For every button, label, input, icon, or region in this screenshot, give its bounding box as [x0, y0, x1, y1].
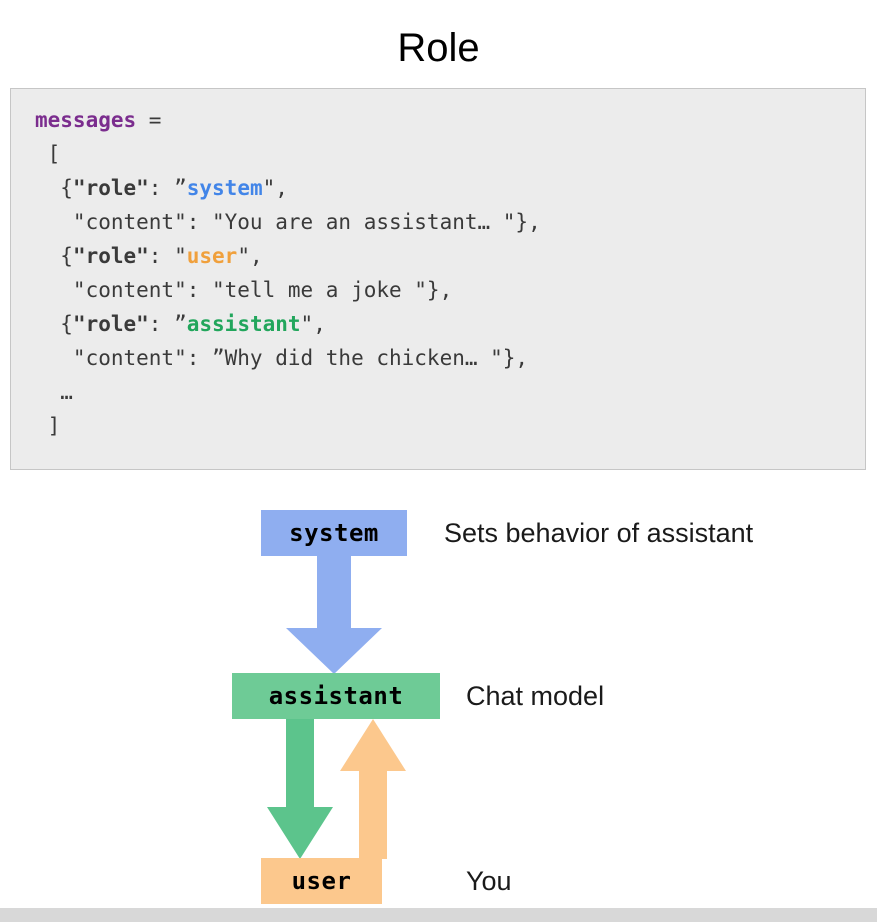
role-box-system: system — [261, 510, 407, 556]
code-token-plain: "content": ”Why did the chicken… "}, — [35, 346, 529, 370]
code-token-plain: = — [136, 108, 175, 132]
code-token-plain: "content": "tell me a joke "}, — [35, 278, 453, 302]
code-line: {"role": ”system", — [11, 171, 865, 205]
code-token-plain: : — [148, 176, 175, 200]
role-flow-diagram: system Sets behavior of assistant assist… — [0, 470, 877, 922]
code-token-punct: { — [35, 244, 73, 268]
code-token-plain: : — [148, 244, 175, 268]
code-token-plain: "content": "You are an assistant… "}, — [35, 210, 541, 234]
code-token-key: "role" — [72, 312, 149, 336]
arrow-user-to-assistant-icon — [340, 719, 406, 859]
code-line: "content": "You are an assistant… "}, — [11, 205, 865, 239]
arrow-system-to-assistant-icon — [286, 556, 382, 674]
code-token-key: "role" — [72, 176, 149, 200]
code-token-plain: ", — [262, 176, 288, 200]
code-line: messages = — [11, 103, 865, 137]
role-box-user: user — [261, 858, 382, 904]
code-line: "content": ”Why did the chicken… "}, — [11, 341, 865, 375]
code-token-plain: ", — [237, 244, 263, 268]
bottom-strip — [0, 908, 877, 922]
code-token-plain: : — [148, 312, 175, 336]
role-box-assistant: assistant — [232, 673, 440, 719]
role-description-assistant: Chat model — [466, 681, 605, 711]
code-token-key: "role" — [72, 244, 149, 268]
code-token-assistant: assistant — [186, 312, 301, 336]
code-line: "content": "tell me a joke "}, — [11, 273, 865, 307]
code-line: … — [11, 375, 865, 409]
code-token-plain: ” — [174, 312, 187, 336]
code-token-plain: ” — [174, 176, 187, 200]
code-token-plain: " — [174, 244, 187, 268]
code-line: ] — [11, 409, 865, 443]
code-token-var: messages — [35, 108, 137, 132]
code-token-plain: ", — [300, 312, 326, 336]
role-description-system: Sets behavior of assistant — [444, 518, 754, 548]
code-token-plain: … — [35, 380, 73, 404]
code-block: messages = [ {"role": ”system", "content… — [10, 88, 866, 470]
code-token-punct: [ — [35, 142, 61, 166]
role-description-user: You — [466, 866, 512, 896]
code-token-punct: ] — [35, 414, 61, 438]
code-token-user: user — [186, 244, 238, 268]
arrow-assistant-to-user-icon — [267, 719, 333, 859]
code-line: {"role": ”assistant", — [11, 307, 865, 341]
code-line: {"role": "user", — [11, 239, 865, 273]
code-token-punct: { — [35, 312, 73, 336]
code-line: [ — [11, 137, 865, 171]
page-title: Role — [397, 26, 480, 70]
code-token-system: system — [186, 176, 263, 200]
code-token-punct: { — [35, 176, 73, 200]
